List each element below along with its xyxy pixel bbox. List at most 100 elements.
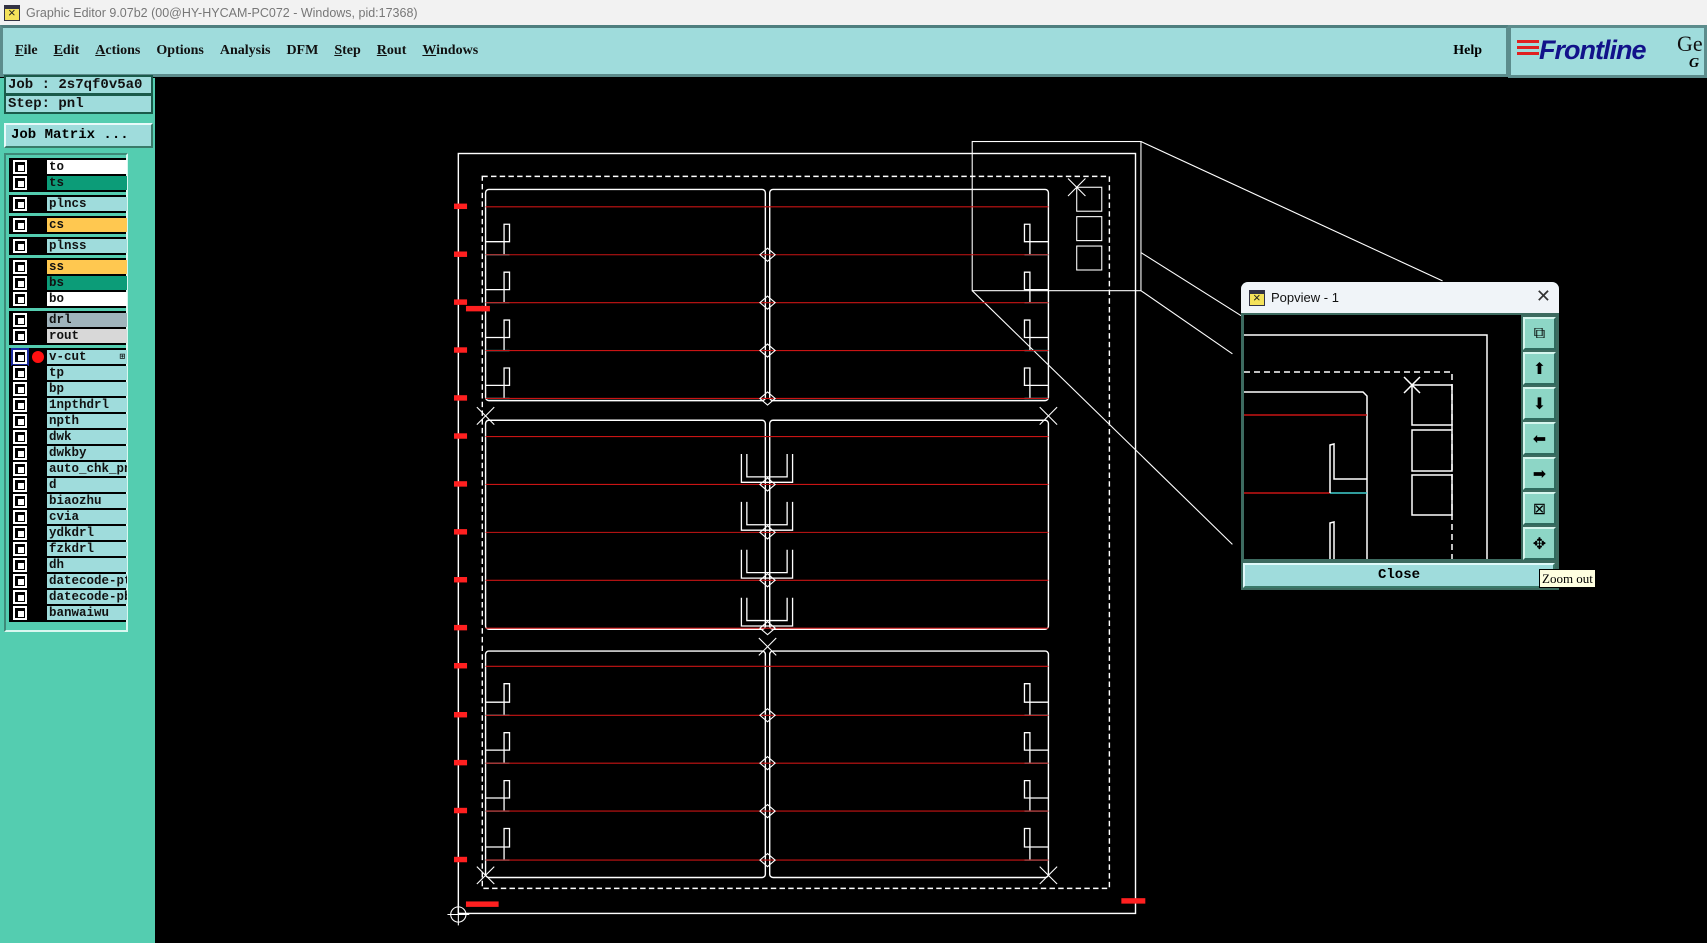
layer-row[interactable]: fzkdrl bbox=[10, 541, 127, 557]
layer-checkbox[interactable] bbox=[12, 429, 28, 445]
layer-row[interactable]: ydkdrl bbox=[10, 525, 127, 541]
layer-name[interactable]: tp bbox=[47, 366, 127, 380]
zoom-in-icon[interactable]: ⊠ bbox=[1523, 492, 1556, 525]
layer-row[interactable]: bs bbox=[10, 275, 127, 291]
layer-name[interactable]: 1npthdrl bbox=[47, 398, 127, 412]
layer-checkbox[interactable] bbox=[12, 196, 28, 212]
expand-icon[interactable]: ⊞ bbox=[119, 352, 125, 362]
menu-help[interactable]: Help bbox=[1453, 43, 1482, 58]
layer-row[interactable]: cvia bbox=[10, 509, 127, 525]
layer-row[interactable]: d bbox=[10, 477, 127, 493]
layer-checkbox[interactable] bbox=[12, 397, 28, 413]
layer-name[interactable]: bs bbox=[47, 276, 127, 290]
layer-checkbox[interactable] bbox=[12, 445, 28, 461]
menu-item[interactable]: Rout bbox=[377, 43, 407, 59]
pan-left-icon[interactable]: ⬅ bbox=[1523, 422, 1556, 455]
layer-row[interactable]: to bbox=[10, 159, 127, 175]
zoom-home-icon[interactable]: ⧉ bbox=[1523, 317, 1556, 350]
layer-row[interactable]: plncs bbox=[10, 196, 127, 212]
layer-name[interactable]: d bbox=[47, 478, 127, 492]
close-icon[interactable]: ✕ bbox=[1535, 286, 1551, 306]
layer-checkbox[interactable] bbox=[12, 159, 28, 175]
layer-checkbox[interactable] bbox=[12, 381, 28, 397]
menu-item[interactable]: File bbox=[15, 43, 38, 59]
layer-checkbox[interactable] bbox=[12, 525, 28, 541]
layer-row[interactable]: 1npthdrl bbox=[10, 397, 127, 413]
layer-row[interactable]: dh bbox=[10, 557, 127, 573]
layer-name[interactable]: datecode-ptop bbox=[47, 574, 127, 588]
popview-canvas[interactable] bbox=[1244, 315, 1521, 559]
menu-item[interactable]: Windows bbox=[422, 43, 478, 59]
layer-name[interactable]: ts bbox=[47, 176, 127, 190]
layer-row[interactable]: v-cut⊞ bbox=[10, 348, 127, 366]
layer-name[interactable]: npth bbox=[47, 414, 127, 428]
layer-row[interactable]: dwk bbox=[10, 429, 127, 445]
menu-item[interactable]: Edit bbox=[54, 43, 80, 59]
layer-name[interactable]: dwk bbox=[47, 430, 127, 444]
layer-checkbox[interactable] bbox=[12, 175, 28, 191]
layer-checkbox[interactable] bbox=[12, 275, 28, 291]
layer-checkbox[interactable] bbox=[11, 348, 29, 366]
layer-checkbox[interactable] bbox=[12, 365, 28, 381]
menu-item[interactable]: Actions bbox=[95, 43, 140, 59]
layer-row[interactable]: ts bbox=[10, 175, 127, 191]
layer-row[interactable]: cs bbox=[10, 217, 127, 233]
layer-row[interactable]: datecode-pbot bbox=[10, 589, 127, 605]
layer-name[interactable]: plnss bbox=[47, 239, 127, 253]
layer-checkbox[interactable] bbox=[12, 557, 28, 573]
layer-name[interactable]: rout bbox=[47, 329, 127, 343]
menu-item[interactable]: Step bbox=[334, 43, 360, 59]
layer-name[interactable]: datecode-pbot bbox=[47, 590, 127, 604]
layer-name[interactable]: drl bbox=[47, 313, 127, 327]
layer-name[interactable]: plncs bbox=[47, 197, 127, 211]
layer-name[interactable]: cvia bbox=[47, 510, 127, 524]
menu-item[interactable]: DFM bbox=[286, 43, 318, 59]
layer-row[interactable]: bo bbox=[10, 291, 127, 307]
layer-row[interactable]: rout bbox=[10, 328, 127, 344]
layer-checkbox[interactable] bbox=[12, 259, 28, 275]
layer-row[interactable]: biaozhu bbox=[10, 493, 127, 509]
layer-name[interactable]: fzkdrl bbox=[47, 542, 127, 556]
layer-name[interactable]: bo bbox=[47, 292, 127, 306]
layer-checkbox[interactable] bbox=[12, 493, 28, 509]
layer-checkbox[interactable] bbox=[12, 477, 28, 493]
pan-down-icon[interactable]: ⬇ bbox=[1523, 387, 1556, 420]
layer-row[interactable]: bp bbox=[10, 381, 127, 397]
layer-checkbox[interactable] bbox=[12, 312, 28, 328]
layer-name[interactable]: ydkdrl bbox=[47, 526, 127, 540]
layer-name[interactable]: biaozhu bbox=[47, 494, 127, 508]
layer-row[interactable]: auto_chk_pnl bbox=[10, 461, 127, 477]
layer-name[interactable]: dwkby bbox=[47, 446, 127, 460]
layer-checkbox[interactable] bbox=[12, 589, 28, 605]
layer-row[interactable]: datecode-ptop bbox=[10, 573, 127, 589]
layer-row[interactable]: dwkby bbox=[10, 445, 127, 461]
layer-name[interactable]: cs bbox=[47, 218, 127, 232]
layer-name[interactable]: bp bbox=[47, 382, 127, 396]
layer-row[interactable]: ss bbox=[10, 259, 127, 275]
layer-name[interactable]: dh bbox=[47, 558, 127, 572]
job-matrix-button[interactable]: Job Matrix ... bbox=[4, 123, 153, 148]
layer-checkbox[interactable] bbox=[12, 605, 28, 621]
layer-row[interactable]: banwaiwu bbox=[10, 605, 127, 621]
layer-checkbox[interactable] bbox=[12, 413, 28, 429]
layer-row[interactable]: plnss bbox=[10, 238, 127, 254]
menu-item[interactable]: Options bbox=[156, 43, 203, 59]
layer-name[interactable]: to bbox=[47, 160, 127, 174]
layer-name[interactable]: ss bbox=[47, 260, 127, 274]
layer-name[interactable]: v-cut⊞ bbox=[47, 350, 127, 364]
popview-titlebar[interactable]: Popview - 1 bbox=[1241, 282, 1559, 313]
popview-close-button[interactable]: Close bbox=[1243, 563, 1555, 588]
layer-row[interactable]: npth bbox=[10, 413, 127, 429]
layer-checkbox[interactable] bbox=[12, 291, 28, 307]
layer-name[interactable]: auto_chk_pnl bbox=[47, 462, 127, 476]
pan-up-icon[interactable]: ⬆ bbox=[1523, 352, 1556, 385]
layer-checkbox[interactable] bbox=[12, 238, 28, 254]
layer-checkbox[interactable] bbox=[12, 509, 28, 525]
layer-checkbox[interactable] bbox=[12, 328, 28, 344]
layer-row[interactable]: drl bbox=[10, 312, 127, 328]
layer-row[interactable]: tp bbox=[10, 365, 127, 381]
layer-checkbox[interactable] bbox=[12, 217, 28, 233]
menu-item[interactable]: Analysis bbox=[220, 43, 271, 59]
layer-name[interactable]: banwaiwu bbox=[47, 606, 127, 620]
